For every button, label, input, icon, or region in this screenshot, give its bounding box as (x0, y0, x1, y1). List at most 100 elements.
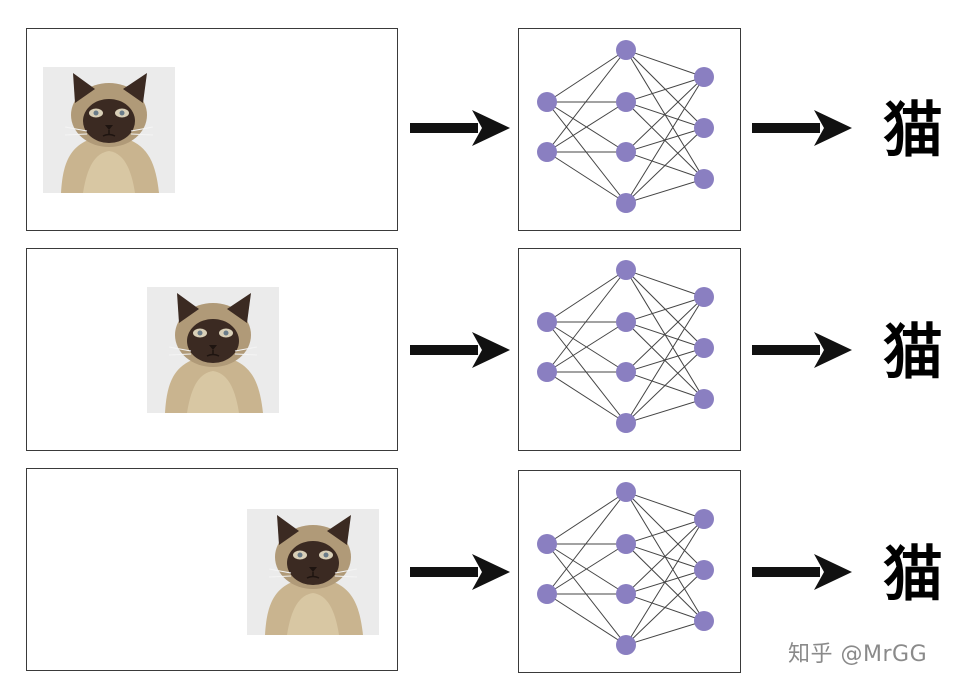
network-edge (546, 543, 627, 595)
watermark: 知乎 @MrGG (788, 642, 928, 667)
arrow-head (814, 554, 852, 590)
output-label-2: 猫 (883, 318, 943, 388)
network-node (694, 169, 714, 189)
arrow-head (472, 554, 510, 590)
network-node (616, 482, 636, 502)
network-node (537, 142, 557, 162)
arrow-head (814, 332, 852, 368)
network-edge (546, 321, 627, 373)
arrow-shaft (752, 123, 820, 133)
arrow-head (472, 110, 510, 146)
cat-illustration (147, 287, 279, 413)
input-image-frame-3 (26, 468, 398, 671)
arrow-to-network-2 (410, 332, 510, 368)
network-edge (625, 296, 705, 373)
network-node (616, 413, 636, 433)
arrow-to-label-2 (752, 332, 852, 368)
cat-illustration (247, 509, 379, 635)
cat-photo (147, 287, 279, 413)
network-edge (625, 518, 705, 545)
network-edge (625, 296, 705, 323)
network-node (616, 260, 636, 280)
network-node (616, 193, 636, 213)
cat-ear-right (227, 293, 251, 323)
cat-photo (43, 67, 175, 193)
cat-face-mask (287, 541, 339, 585)
cat-ear-left (73, 73, 95, 103)
network-edge (625, 518, 705, 646)
arrow-shaft (752, 567, 820, 577)
network-node (694, 611, 714, 631)
arrow-to-label-1 (752, 110, 852, 146)
input-image-frame-1 (26, 28, 398, 231)
network-node (694, 338, 714, 358)
network-node (616, 142, 636, 162)
network-node (616, 362, 636, 382)
network-node (694, 389, 714, 409)
arrow-to-label-3 (752, 554, 852, 590)
network-edge (546, 371, 627, 424)
network-edge (625, 269, 705, 298)
network-edge (546, 101, 627, 153)
network-edge (625, 518, 705, 595)
arrow-shaft (410, 123, 478, 133)
arrow-shaft (410, 345, 478, 355)
network-edge (625, 347, 705, 424)
arrow-shaft (410, 567, 478, 577)
network-node (616, 40, 636, 60)
network-node (616, 635, 636, 655)
network-node (694, 560, 714, 580)
network-edge (546, 491, 627, 545)
neural-network-diagram (537, 40, 714, 213)
network-node (537, 92, 557, 112)
cat-ear-right (123, 73, 147, 103)
network-node (616, 92, 636, 112)
network-node (537, 584, 557, 604)
cat-face-mask (83, 99, 135, 143)
network-node (694, 118, 714, 138)
network-edge (546, 269, 627, 373)
network-edge (625, 491, 705, 520)
cat-illustration (43, 67, 175, 193)
network-node (616, 584, 636, 604)
arrow-to-network-3 (410, 554, 510, 590)
network-node (694, 67, 714, 87)
network-node (537, 362, 557, 382)
network-edge (625, 76, 705, 103)
network-node (694, 509, 714, 529)
network-edge (625, 76, 705, 204)
network-edge (546, 151, 627, 204)
network-edge (546, 593, 627, 646)
network-edge (546, 49, 627, 153)
neural-network-diagram (537, 260, 714, 433)
network-node (537, 534, 557, 554)
neural-network-frame-2 (518, 248, 741, 451)
network-node (616, 534, 636, 554)
cat-photo (247, 509, 379, 635)
input-image-frame-2 (26, 248, 398, 451)
neural-network-frame-1 (518, 28, 741, 231)
network-edge (625, 296, 705, 424)
arrow-head (814, 110, 852, 146)
network-node (616, 312, 636, 332)
output-label-1: 猫 (883, 96, 943, 166)
arrow-to-network-1 (410, 110, 510, 146)
network-edge (625, 49, 705, 78)
network-edge (625, 398, 705, 424)
network-edge (546, 49, 627, 103)
network-edge (625, 76, 705, 153)
network-edge (625, 620, 705, 646)
arrow-shaft (752, 345, 820, 355)
network-edge (625, 569, 705, 646)
output-label-3: 猫 (883, 540, 943, 610)
network-node (694, 287, 714, 307)
cat-face-mask (187, 319, 239, 363)
network-edge (625, 127, 705, 204)
network-edge (546, 491, 627, 595)
arrow-head (472, 332, 510, 368)
network-edge (625, 178, 705, 204)
neural-network-diagram (537, 482, 714, 655)
network-node (537, 312, 557, 332)
network-edge (546, 269, 627, 323)
cat-ear-left (277, 515, 299, 545)
